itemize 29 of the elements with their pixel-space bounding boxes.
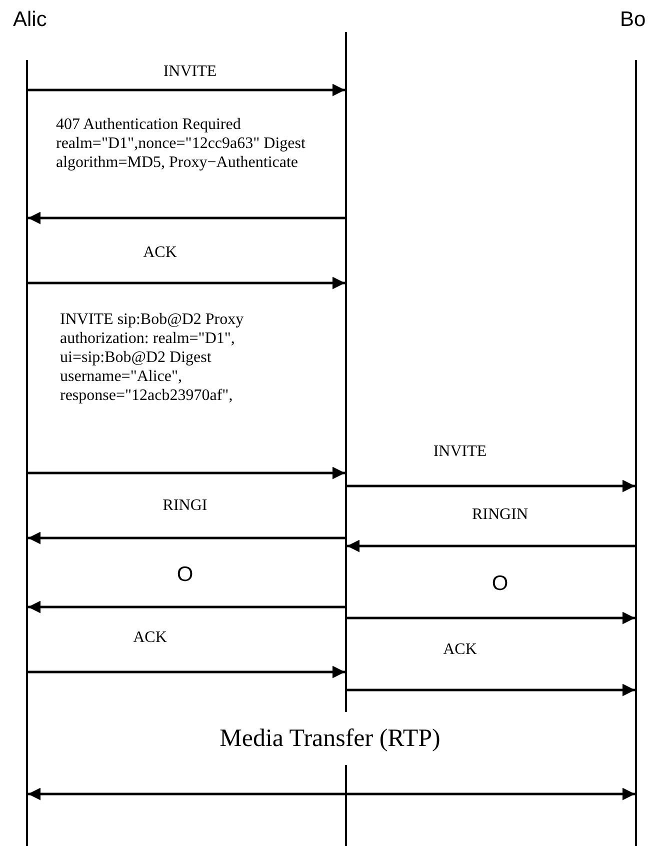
arrow — [28, 788, 635, 800]
arrow — [28, 532, 345, 544]
lifeline — [26, 60, 28, 846]
edge-label: O — [176, 562, 194, 588]
edge-label: RINGIN — [471, 505, 529, 524]
edge-label: ACK — [142, 243, 178, 262]
arrow — [28, 600, 345, 614]
edge-label: INVITE — [432, 442, 488, 461]
arrow — [347, 480, 635, 492]
lifeline — [345, 32, 347, 846]
arrow — [28, 212, 345, 224]
lifeline — [635, 60, 637, 846]
lifeline-heading: Alic — [13, 8, 47, 32]
arrow — [347, 612, 635, 624]
arrow — [28, 466, 345, 480]
edge-label: Media Transfer (RTP) — [218, 724, 442, 754]
edge-label: 407 Authentication Required realm="D1",nonce="12cc9a63" Digest algorithm=MD5, Proxy−Authenticate — [56, 115, 306, 172]
arrow — [347, 684, 635, 696]
edge-label: ACK — [442, 640, 478, 659]
edge-label: ACK — [132, 628, 168, 647]
arrow — [28, 666, 345, 678]
arrow — [347, 540, 635, 552]
edge-label: INVITE — [162, 62, 218, 81]
arrow — [28, 276, 345, 290]
edge-label: O — [490, 571, 510, 597]
edge-label: RINGI — [162, 496, 208, 515]
lifeline-heading: Bo — [620, 8, 646, 32]
edge-label: INVITE sip:Bob@D2 Proxy authorization: realm="D1", ui=sip:Bob@D2 Digest username="Alice", response="12acb23970af", — [60, 310, 245, 405]
arrow — [28, 84, 345, 96]
